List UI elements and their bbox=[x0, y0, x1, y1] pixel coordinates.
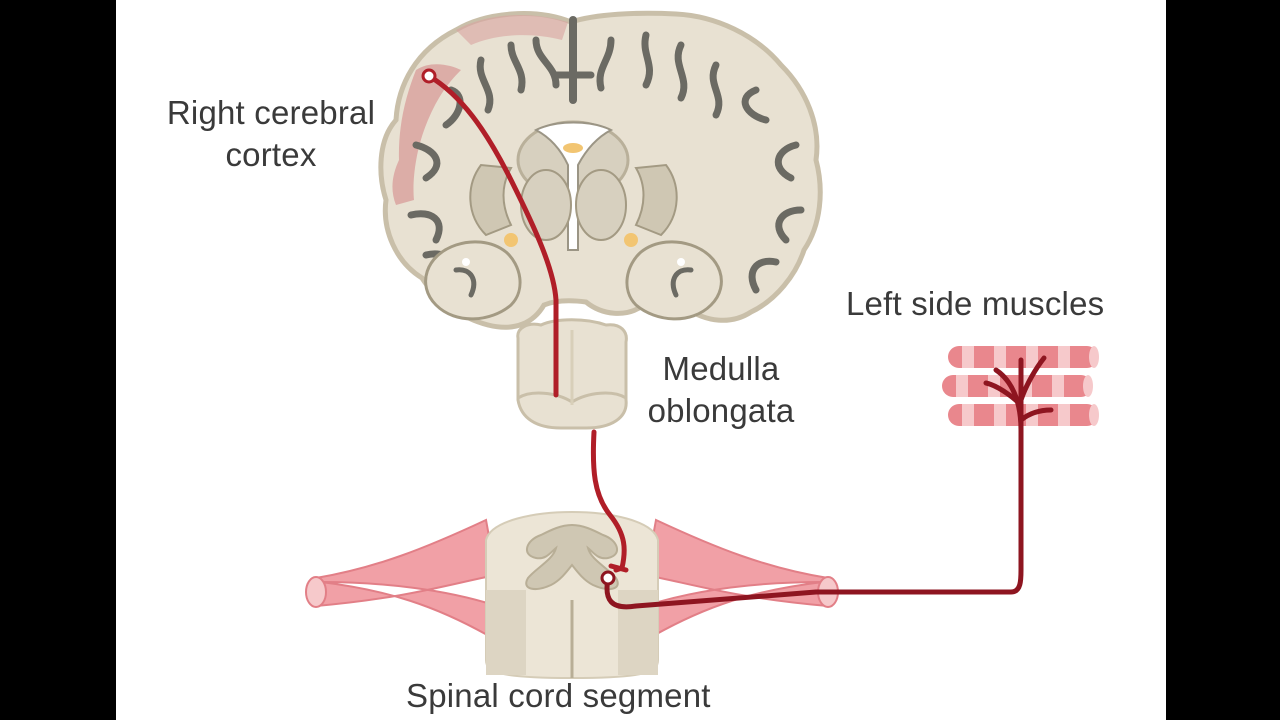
right-amygdala-spot bbox=[624, 233, 638, 247]
right-nerve-bundle bbox=[644, 518, 829, 642]
lateral-ventricle bbox=[533, 121, 614, 251]
neuron-cell-body-marker bbox=[600, 570, 616, 586]
gray-matter bbox=[525, 523, 619, 591]
brain-coronal-section bbox=[378, 10, 823, 330]
spinal-cord-side-left bbox=[486, 590, 526, 675]
lower-motor-neuron-pathway bbox=[604, 355, 1054, 610]
right-thalamus bbox=[575, 169, 627, 241]
left-thalamus bbox=[520, 169, 572, 241]
left-nerve-bundle bbox=[315, 518, 498, 642]
motor-axon bbox=[604, 357, 1024, 610]
upper-motor-neuron-pathway bbox=[426, 73, 627, 573]
neuron-cell-body-marker bbox=[421, 68, 437, 84]
label-cortex-line1: Right cerebral bbox=[166, 94, 376, 131]
label-medulla-line2: oblongata bbox=[647, 392, 795, 429]
label-cortex-line2: cortex bbox=[225, 136, 317, 173]
synapse-terminal bbox=[608, 563, 629, 573]
label-right-cerebral-cortex: Right cerebral cortex bbox=[138, 92, 404, 176]
axon-branch-mid bbox=[983, 380, 1024, 408]
label-medulla-line1: Medulla bbox=[662, 350, 780, 387]
muscle-fiber-middle bbox=[942, 375, 1093, 397]
left-basal-ganglia bbox=[469, 163, 513, 237]
spinal-cord-segment bbox=[485, 510, 659, 680]
left-nerve-end bbox=[305, 576, 327, 608]
label-medulla-oblongata: Medulla oblongata bbox=[636, 348, 806, 432]
corticospinal-tract bbox=[426, 73, 559, 398]
diagram-canvas: Right cerebral cortex Medulla oblongata … bbox=[116, 0, 1166, 720]
muscle-fiber-top bbox=[948, 346, 1099, 368]
medulla-to-cord-tract bbox=[590, 429, 627, 573]
left-amygdala-spot bbox=[504, 233, 518, 247]
label-spinal-cord-segment: Spinal cord segment bbox=[406, 677, 711, 714]
fornix-spot bbox=[563, 143, 583, 153]
motor-pathway-diagram bbox=[305, 10, 1099, 680]
cortex-highlight-region bbox=[392, 64, 461, 205]
right-basal-ganglia bbox=[634, 163, 678, 237]
axon-branch-low bbox=[1018, 407, 1054, 423]
cortex-highlight-top bbox=[456, 15, 568, 46]
medulla-oblongata bbox=[516, 318, 628, 430]
label-left-side-muscles: Left side muscles bbox=[846, 285, 1105, 322]
